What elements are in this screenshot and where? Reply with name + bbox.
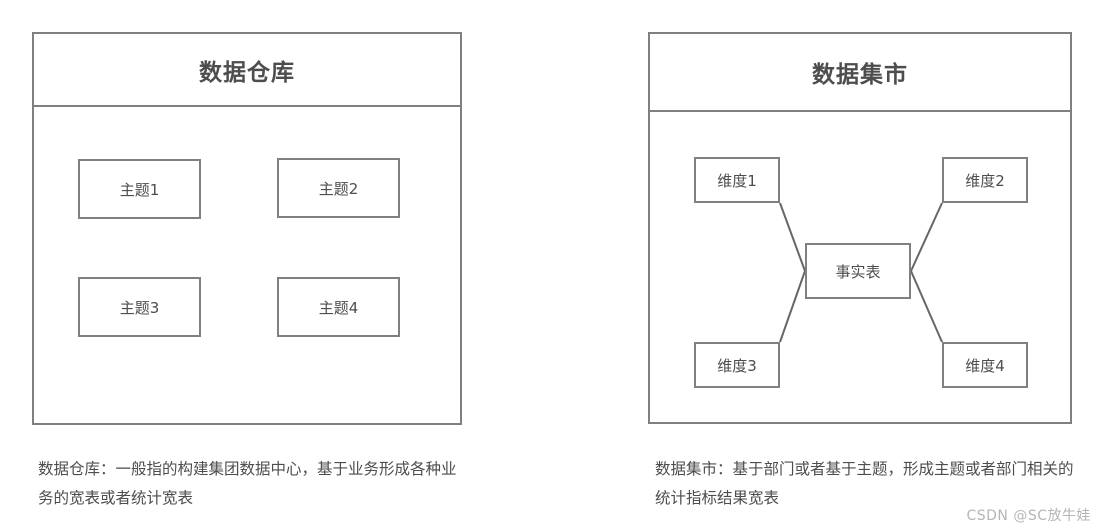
connector-dim2-to-fact: [910, 202, 943, 272]
node-dimension-1[interactable]: 维度1: [694, 157, 780, 203]
node-label-dimension-2: 维度2: [965, 171, 1005, 190]
node-topic-3[interactable]: 主题3: [78, 277, 201, 337]
panel-header-data-warehouse: 数据仓库: [34, 34, 460, 107]
panel-body-data-warehouse: 主题1 主题2 主题3 主题4: [34, 107, 460, 423]
panel-title-data-mart: 数据集市: [812, 62, 908, 88]
connector-dim4-to-fact: [910, 270, 943, 343]
panel-data-mart: 数据集市 维度1 维度2 事实表 维度3: [648, 32, 1072, 424]
panel-title-data-warehouse: 数据仓库: [199, 59, 295, 86]
caption-data-mart: 数据集市：基于部门或者基于主题，形成主题或者部门相关的统计指标结果宽表: [655, 460, 1074, 507]
node-label-topic-3: 主题3: [119, 298, 160, 317]
star-schema-connector-lines: [779, 202, 943, 343]
node-label-topic-1: 主题1: [119, 180, 160, 199]
panel-header-data-mart: 数据集市: [650, 34, 1070, 112]
node-label-dimension-1: 维度1: [717, 171, 757, 190]
node-dimension-2[interactable]: 维度2: [942, 157, 1028, 203]
node-fact-table[interactable]: 事实表: [805, 243, 911, 299]
node-label-fact-table: 事实表: [835, 262, 881, 281]
panel-data-warehouse: 数据仓库 主题1 主题2 主题3 主题4: [32, 32, 462, 425]
node-topic-2[interactable]: 主题2: [277, 158, 400, 218]
node-label-dimension-4: 维度4: [965, 356, 1005, 375]
caption-data-warehouse: 数据仓库：一般指的构建集团数据中心，基于业务形成各种业务的宽表或者统计宽表: [38, 460, 457, 507]
node-dimension-3[interactable]: 维度3: [694, 342, 780, 388]
node-topic-1[interactable]: 主题1: [78, 159, 201, 219]
panel-body-data-mart: 维度1 维度2 事实表 维度3 维度4: [650, 112, 1070, 422]
node-label-topic-2: 主题2: [318, 179, 359, 198]
connector-dim3-to-fact: [779, 270, 806, 343]
node-label-topic-4: 主题4: [318, 298, 359, 317]
node-label-dimension-3: 维度3: [717, 356, 757, 375]
connector-dim1-to-fact: [779, 202, 806, 272]
node-topic-4[interactable]: 主题4: [277, 277, 400, 337]
node-dimension-4[interactable]: 维度4: [942, 342, 1028, 388]
watermark: CSDN @SC放牛娃: [966, 508, 1091, 524]
